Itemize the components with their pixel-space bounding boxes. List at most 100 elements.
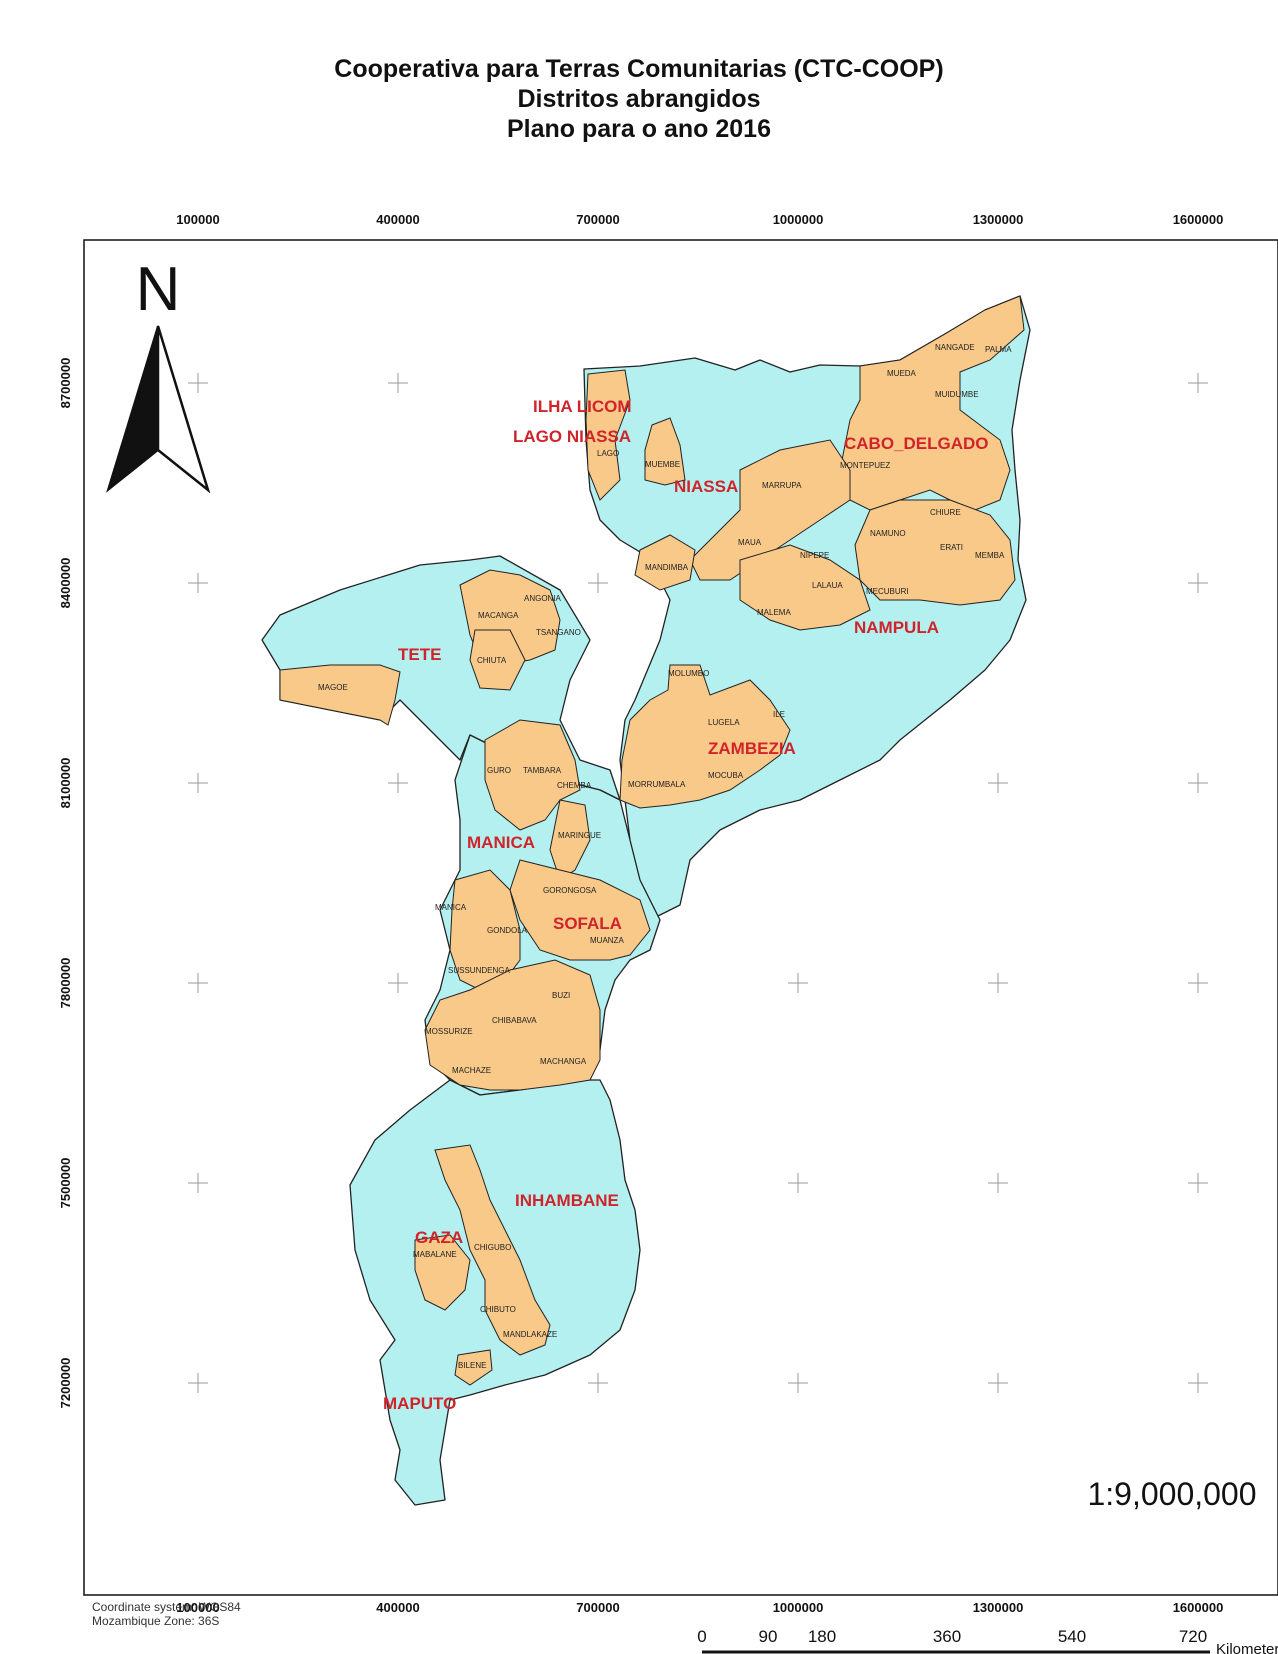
- scale-bar: 0 90 180 360 540 720 Kilometers: [697, 1627, 1278, 1654]
- district-label: LALAUA: [812, 581, 843, 590]
- x-tick-bottom: 700000: [576, 1600, 619, 1615]
- y-axis-left: 8700000 8400000 8100000 7800000 7500000 …: [58, 358, 73, 1409]
- province-label-manica: MANICA: [467, 833, 535, 852]
- district-label: MACANGA: [478, 611, 519, 620]
- district-chiuta: [469, 629, 526, 691]
- district-label: ANGONIA: [524, 594, 562, 603]
- scale-unit: Kilometers: [1216, 1641, 1278, 1654]
- map-title: Cooperativa para Terras Comunitarias (CT…: [334, 55, 944, 83]
- province-label-niassa: NIASSA: [674, 477, 738, 496]
- district-label: MORRUMBALA: [628, 780, 686, 789]
- district-label: MAGOE: [318, 683, 348, 692]
- district-sofala-group: [509, 859, 651, 961]
- district-label: BILENE: [458, 1361, 486, 1370]
- district-label: MECUBURI: [866, 587, 909, 596]
- district-label: MONTEPUEZ: [840, 461, 890, 470]
- utm-zone: Mozambique Zone: 36S: [92, 1614, 220, 1628]
- district-mabalane: [414, 1234, 471, 1311]
- district-label: NANGADE: [935, 343, 975, 352]
- district-label: TAMBARA: [523, 766, 562, 775]
- district-label: CHIURE: [930, 508, 961, 517]
- y-tick: 8700000: [58, 358, 73, 409]
- province-label-sofala: SOFALA: [553, 914, 622, 933]
- map-plan-year: Plano para o ano 2016: [507, 115, 771, 143]
- province-labels: ILHA LICOM LAGO NIASSA NIASSA CABO_DELGA…: [383, 397, 989, 1413]
- province-label-zambezia: ZAMBEZIA: [708, 739, 796, 758]
- x-tick-top: 100000: [176, 212, 219, 227]
- x-axis-top: 100000 400000 700000 1000000 1300000 160…: [176, 212, 1223, 227]
- district-label: TSANGANO: [536, 628, 581, 637]
- north-arrow-icon: N: [106, 255, 211, 494]
- y-tick: 7200000: [58, 1358, 73, 1409]
- district-label: CHIGUBO: [474, 1243, 511, 1252]
- district-label: MUEDA: [887, 369, 917, 378]
- x-tick-top: 1000000: [773, 212, 824, 227]
- scale-label: 180: [808, 1627, 836, 1646]
- x-axis-bottom: 100000 400000 700000 1000000 1300000 160…: [176, 1600, 1223, 1615]
- district-label: MUIDUMBE: [935, 390, 979, 399]
- district-label: MARRUPA: [762, 481, 802, 490]
- district-magoe: [279, 664, 401, 726]
- district-label: MUEMBE: [645, 460, 680, 469]
- province-label-ilha-licom: ILHA LICOM: [533, 397, 632, 416]
- x-tick-bottom: 400000: [376, 1600, 419, 1615]
- district-label: MANDLAKAZE: [503, 1330, 557, 1339]
- coordinate-system: Coordinate system: WGS84: [92, 1600, 241, 1614]
- district-maringue: [549, 799, 591, 881]
- district-lago: [585, 369, 631, 501]
- x-tick-bottom: 1600000: [1173, 1600, 1224, 1615]
- district-label: ERATI: [940, 543, 963, 552]
- x-tick-bottom: 1000000: [773, 1600, 824, 1615]
- x-tick-bottom: 100000: [176, 1600, 219, 1615]
- district-label: CHIUTA: [477, 656, 507, 665]
- district-label: MOCUBA: [708, 771, 744, 780]
- province-label-lago-niassa: LAGO NIASSA: [513, 427, 631, 446]
- district-label: ILE: [773, 710, 785, 719]
- scale-ratio: 1:9,000,000: [1087, 1476, 1256, 1512]
- district-label: MOLUMBO: [668, 669, 709, 678]
- y-tick: 8400000: [58, 558, 73, 609]
- district-label: GONDOLA: [487, 926, 528, 935]
- district-zambezia-group: [619, 664, 791, 809]
- province-label-maputo: MAPUTO: [383, 1394, 456, 1413]
- province-label-inhambane: INHAMBANE: [515, 1191, 619, 1210]
- y-tick: 8100000: [58, 758, 73, 809]
- district-label: MANICA: [435, 903, 467, 912]
- district-label: MALEMA: [757, 608, 791, 617]
- scale-label: 540: [1058, 1627, 1086, 1646]
- district-label: GORONGOSA: [543, 886, 597, 895]
- province-label-gaza: GAZA: [415, 1228, 463, 1247]
- district-label: MAUA: [738, 538, 762, 547]
- x-tick-top: 1600000: [1173, 212, 1224, 227]
- scale-label: 360: [933, 1627, 961, 1646]
- district-label: LUGELA: [708, 718, 740, 727]
- scale-label: 720: [1179, 1627, 1207, 1646]
- district-label: MARINGUE: [558, 831, 601, 840]
- province-label-nampula: NAMPULA: [854, 618, 939, 637]
- district-label: NIPEPE: [800, 551, 829, 560]
- district-buzi-group: [424, 959, 601, 1091]
- district-label: MANDIMBA: [645, 563, 689, 572]
- x-tick-bottom: 1300000: [973, 1600, 1024, 1615]
- district-label: CHIBUTO: [480, 1305, 516, 1314]
- district-chigubo-group: [434, 1144, 551, 1356]
- district-label: SUSSUNDENGA: [448, 966, 510, 975]
- province-label-tete: TETE: [398, 645, 441, 664]
- district-bilene: [454, 1349, 493, 1386]
- province-label-cabo-delgado: CABO_DELGADO: [844, 434, 989, 453]
- district-label: CHIBABAVA: [492, 1016, 537, 1025]
- scale-label: 90: [759, 1627, 778, 1646]
- map-subtitle: Distritos abrangidos: [517, 85, 761, 113]
- district-label: NAMUNO: [870, 529, 906, 538]
- y-tick: 7800000: [58, 958, 73, 1009]
- district-label: PALMA: [985, 345, 1012, 354]
- district-label: LAGO: [597, 449, 619, 458]
- district-label: CHEMBA: [557, 781, 592, 790]
- district-label: GURO: [487, 766, 511, 775]
- north-label: N: [136, 255, 181, 324]
- x-tick-top: 700000: [576, 212, 619, 227]
- district-label: BUZI: [552, 991, 570, 1000]
- district-muembe: [644, 417, 686, 486]
- district-label: MEMBA: [975, 551, 1005, 560]
